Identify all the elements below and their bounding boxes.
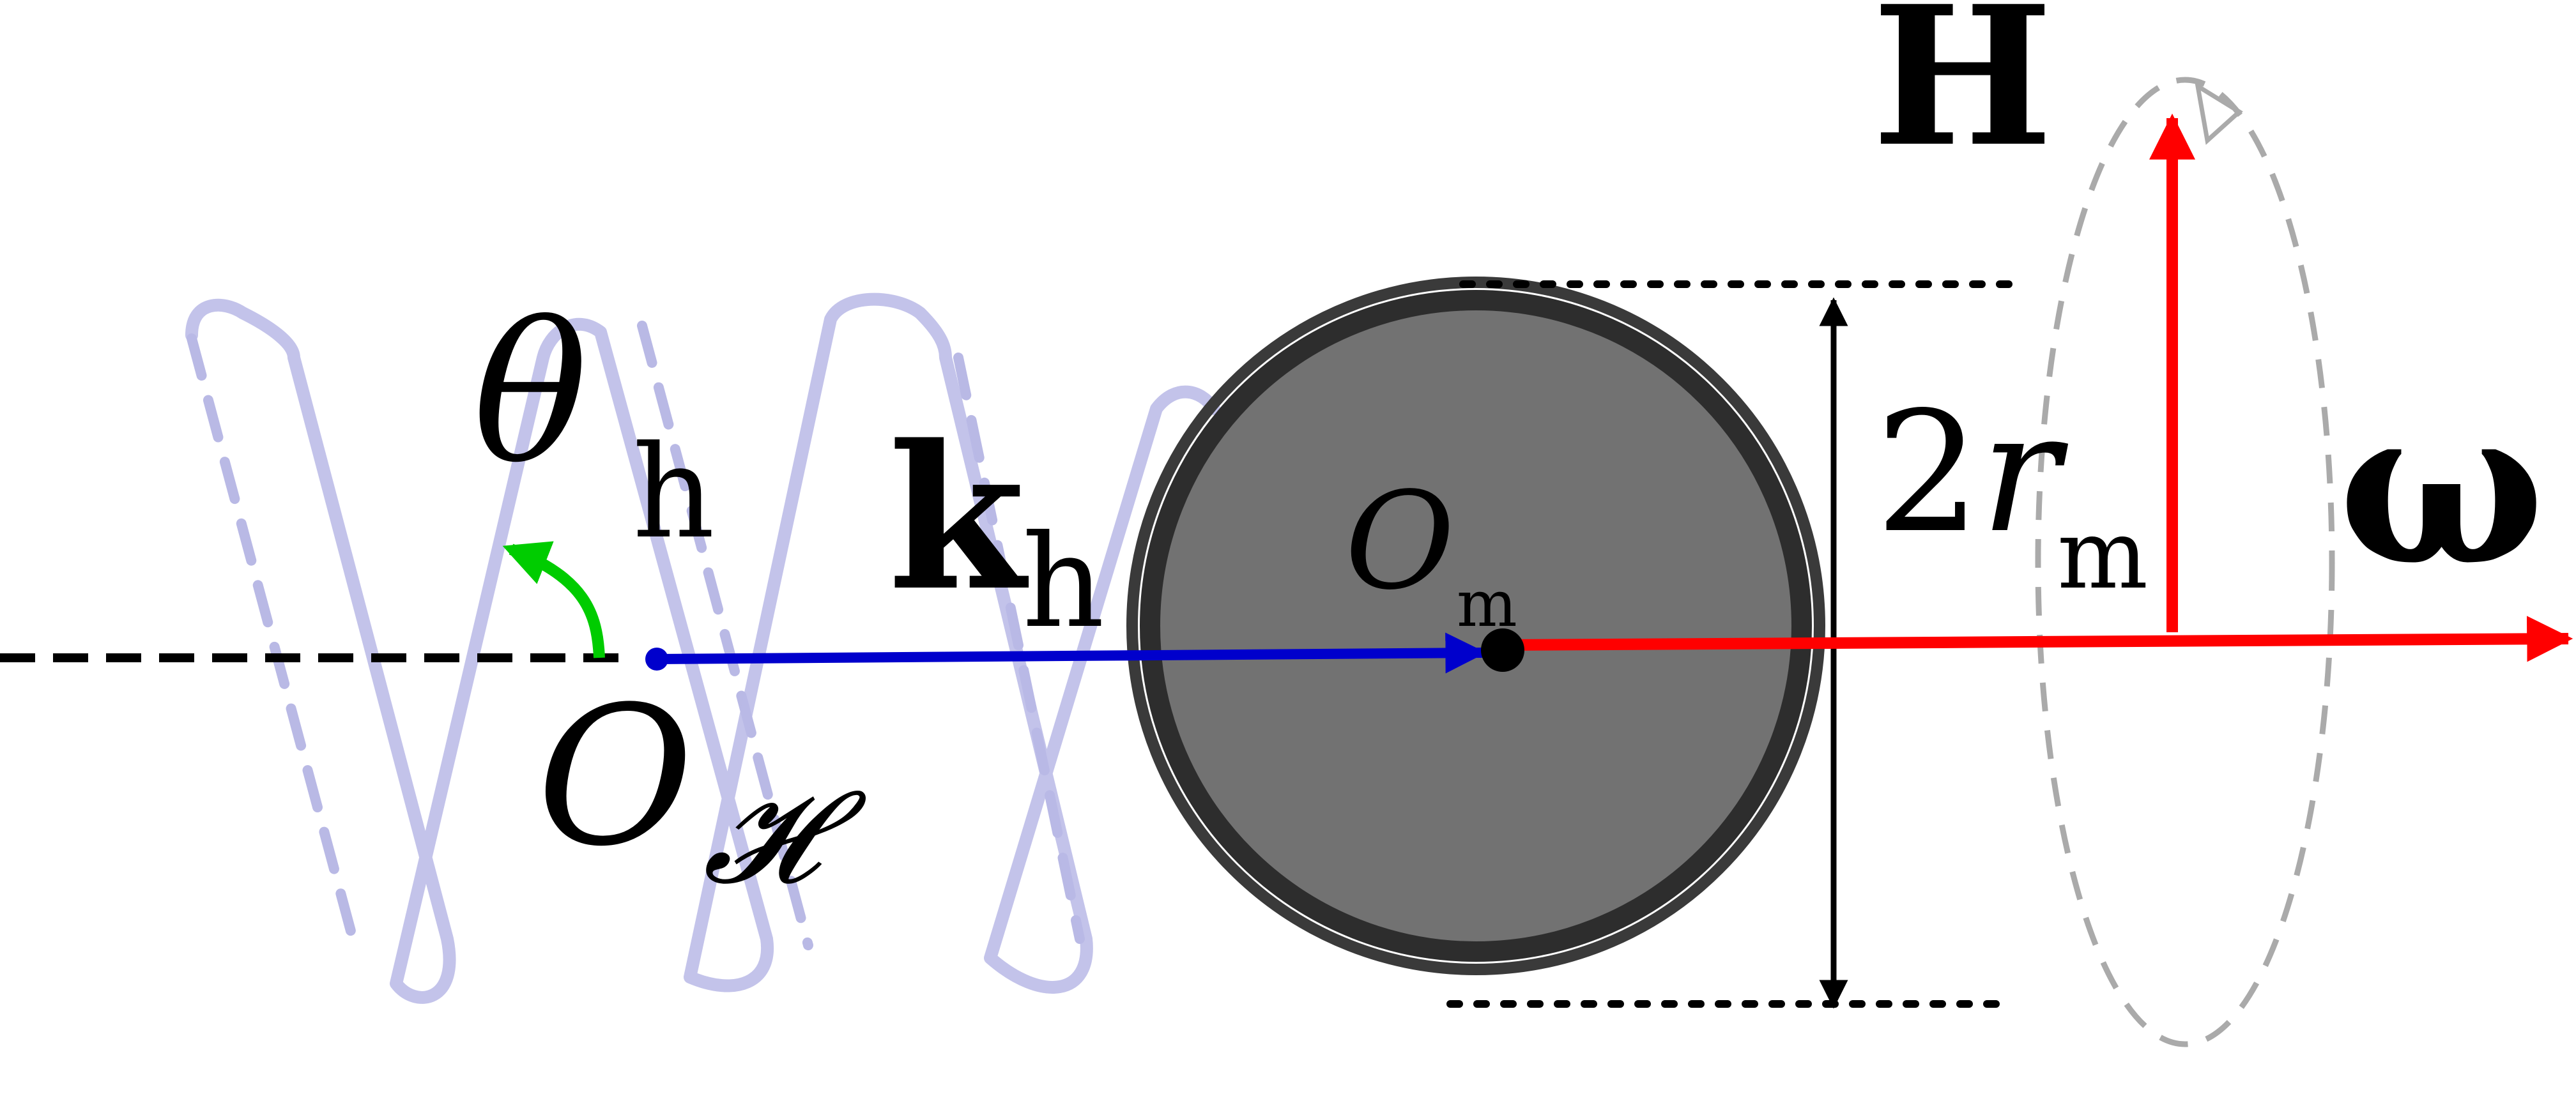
o-m-symbol: O bbox=[1345, 463, 1455, 619]
diameter-label-subscript: m bbox=[2057, 499, 2148, 611]
o-m-subscript: m bbox=[1457, 566, 1517, 641]
k-vector-subscript: h bbox=[1022, 508, 1105, 657]
o-h-subscript: 𝓗 bbox=[703, 763, 867, 912]
k-h-vector bbox=[656, 632, 1487, 674]
origin-o-m-point bbox=[1481, 628, 1524, 672]
rotor-disk bbox=[1140, 290, 1812, 962]
o-h-symbol: O bbox=[537, 665, 694, 888]
rotor-disk-outer-rim bbox=[1126, 277, 1825, 975]
diameter-label-two: 2 bbox=[1875, 377, 1981, 570]
omega-label: ω bbox=[2338, 359, 2545, 614]
diameter-label-r: r bbox=[1981, 377, 2069, 570]
omega-vector bbox=[1501, 616, 2573, 662]
precession-ellipse bbox=[2035, 77, 2335, 1047]
theta-angle-arrow bbox=[502, 541, 605, 658]
h-vector-label: H bbox=[1872, 0, 2053, 189]
theta-subscript: h bbox=[632, 418, 715, 567]
k-vector-symbol: k bbox=[888, 402, 1031, 635]
helix-front-strands bbox=[185, 292, 1220, 1004]
helix bbox=[185, 292, 1220, 1004]
theta-symbol: θ bbox=[473, 282, 588, 505]
precession-direction-arrowhead bbox=[2195, 81, 2243, 145]
